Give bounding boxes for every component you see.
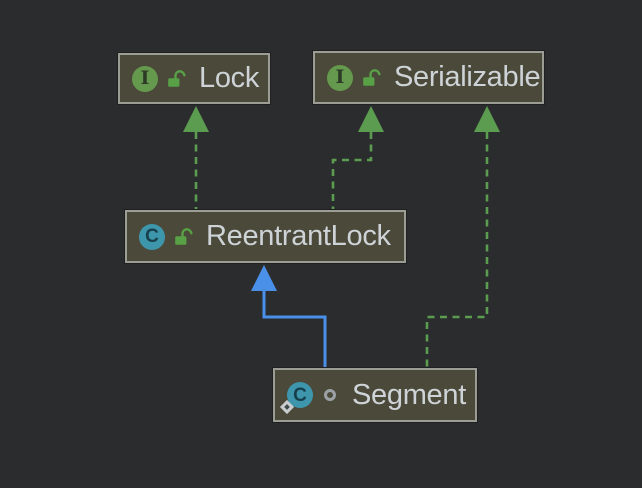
node-segment[interactable]: C Segment [273,368,477,422]
edge-line [262,291,327,368]
edge-line [425,132,489,368]
implements-arrowhead-icon [183,106,209,132]
unlocked-icon [174,227,193,246]
unlocked-icon [362,68,381,87]
interface-icon: I [327,64,353,91]
node-label: Lock [199,62,260,94]
node-reentrantlock[interactable]: C ReentrantLock [125,210,406,263]
interface-icon: I [132,65,158,92]
node-lock[interactable]: I Lock [118,53,270,104]
implements-arrowhead-icon [474,106,500,132]
final-badge-icon [279,399,295,415]
edge-reentrantlock-implements-lock[interactable] [183,106,209,210]
interface-icon-letter: I [335,66,345,88]
edge-line [331,132,373,210]
extends-arrowhead-icon [251,265,277,291]
interface-icon-letter: I [140,67,150,89]
implements-arrowhead-icon [358,106,384,132]
edge-segment-implements-serializable[interactable] [425,106,500,368]
class-icon: C [279,382,313,415]
class-icon: C [139,223,165,250]
node-label: ReentrantLock [206,220,391,252]
unlocked-icon [167,69,186,88]
edge-reentrantlock-implements-serializable[interactable] [331,106,384,210]
package-private-icon [324,389,336,401]
class-icon-letter: C [145,226,159,247]
node-label: Serializable [394,61,541,93]
class-icon-letter: C [293,384,307,406]
edge-segment-extends-reentrantlock[interactable] [251,265,327,368]
node-label: Segment [352,378,466,411]
node-serializable[interactable]: I Serializable [313,51,544,104]
